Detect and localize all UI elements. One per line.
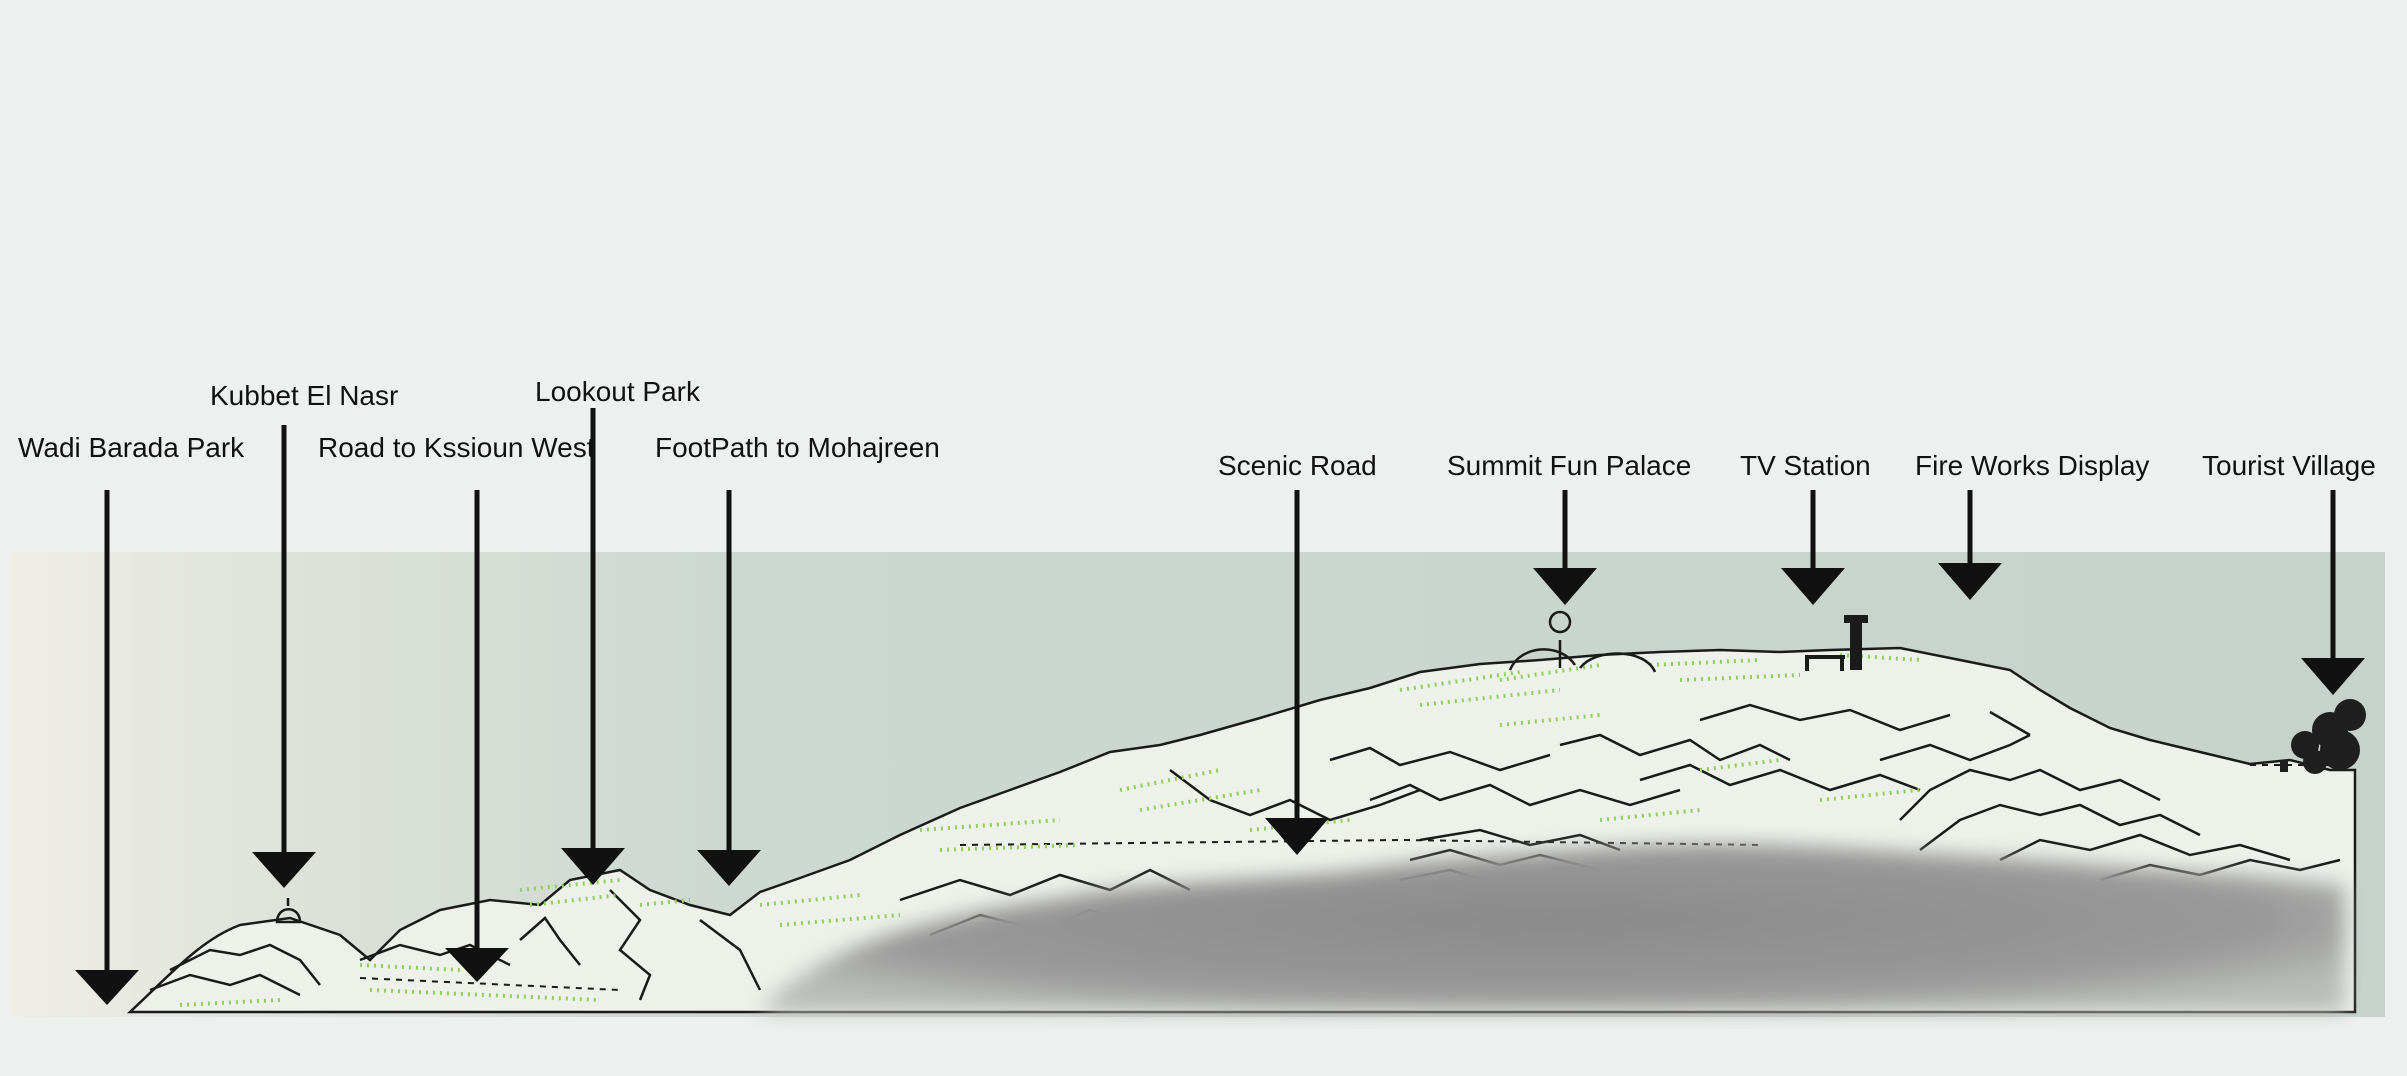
grass-patches (179, 653, 1921, 1007)
arrow-fire-works-display (1938, 490, 2002, 600)
label-tourist-village: Tourist Village (2202, 450, 2376, 481)
kubbet-el-nasr-building (275, 898, 302, 924)
tv-station-building (1805, 615, 1868, 671)
arrow-wadi-barada-park (75, 490, 139, 1005)
city-shadow (760, 843, 2345, 1012)
label-summit-fun-palace: Summit Fun Palace (1447, 450, 1692, 481)
arrow-lookout-park (561, 408, 625, 885)
label-road-to-kssioun-west: Road to Kssioun West (318, 432, 595, 463)
arrow-tourist-village (2301, 490, 2365, 695)
pointer-arrows (75, 408, 2365, 1005)
label-lookout-park: Lookout Park (535, 376, 700, 407)
tourist-village-trees (2280, 699, 2366, 774)
label-footpath-to-mohajreen: FootPath to Mohajreen (655, 432, 940, 463)
arrow-tv-station (1781, 490, 1845, 605)
summit-fun-palace-building (1508, 610, 1657, 673)
label-wadi-barada-park: Wadi Barada Park (18, 432, 245, 463)
label-kubbet-el-nasr: Kubbet El Nasr (210, 380, 399, 411)
arrow-scenic-road (1265, 490, 1329, 855)
lower-margin (0, 1017, 2407, 1076)
arrow-footpath-to-mohajreen (697, 490, 761, 886)
arrow-summit-fun-palace (1533, 490, 1597, 605)
arrow-road-to-kssioun-west (445, 490, 509, 982)
label-scenic-road: Scenic Road (1218, 450, 1377, 481)
label-fire-works-display: Fire Works Display (1915, 450, 2150, 481)
arrow-kubbet-el-nasr (252, 425, 316, 888)
label-tv-station: TV Station (1740, 450, 1871, 481)
